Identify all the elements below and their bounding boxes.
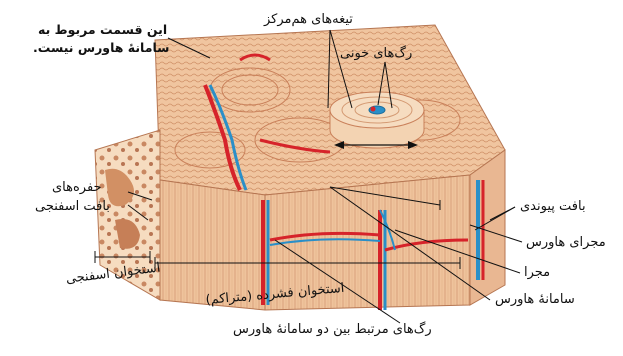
blood-vessels-label: رگ‌های خونی [340,46,412,62]
bone-side-face [470,150,505,305]
lamellae-label: تیغه‌های هم‌مرکز [264,12,353,28]
connecting-vessels-label: رگ‌های مرتبط بین دو سامانهٔ هاورس [233,322,432,338]
spongy-cavities-label-line1: حفره‌های [52,180,102,196]
not-related-label-line2: سامانهٔ هاورس نیست. [33,40,169,56]
haversian-system-label: سامانهٔ هاورس [495,292,575,308]
canal-label: مجرا [524,265,550,281]
haversian-canal-label: مجرای هاورس [526,235,606,251]
not-related-label-line1: این قسمت مربوط به [38,22,167,38]
spongy-cavities-label-line2: بافت اسفنجی [35,199,110,215]
connective-tissue-label: بافت پیوندی [520,199,586,215]
haversian-cylinder [330,92,424,148]
